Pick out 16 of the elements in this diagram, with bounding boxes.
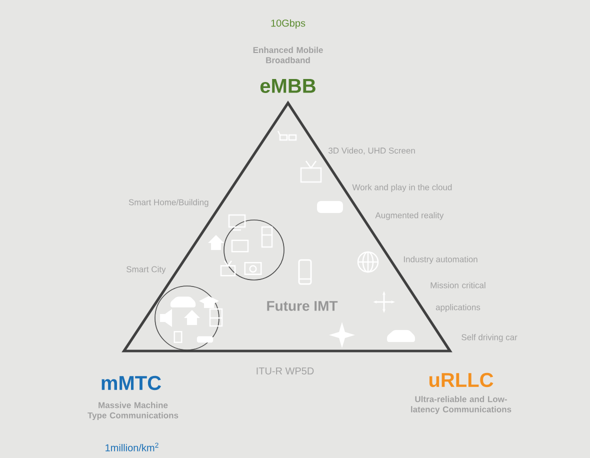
label: Work and play in the cloud	[352, 184, 452, 192]
label: 3D Video, UHD Screen	[328, 147, 415, 155]
heading: mMTC	[102, 376, 161, 390]
label: Smart City	[126, 266, 166, 274]
label: Self driving car	[462, 334, 518, 342]
label: Enhanced Mobile Broadband	[253, 46, 323, 64]
label: Industry automation	[404, 256, 478, 264]
label: Smart Home/Building	[128, 199, 208, 207]
label: ITU-R WP5D	[256, 368, 314, 374]
heading: uRLLC	[429, 372, 494, 388]
label: Mission critical applications	[430, 282, 486, 312]
label: Augmented reality	[375, 212, 444, 220]
label: Ultra-reliable and Low-latency Communications	[411, 396, 512, 414]
label: 10Gbps	[271, 19, 306, 29]
label: 1million/km$^{2}$	[106, 442, 158, 452]
label: Massive Machine Type Communications	[88, 402, 178, 420]
